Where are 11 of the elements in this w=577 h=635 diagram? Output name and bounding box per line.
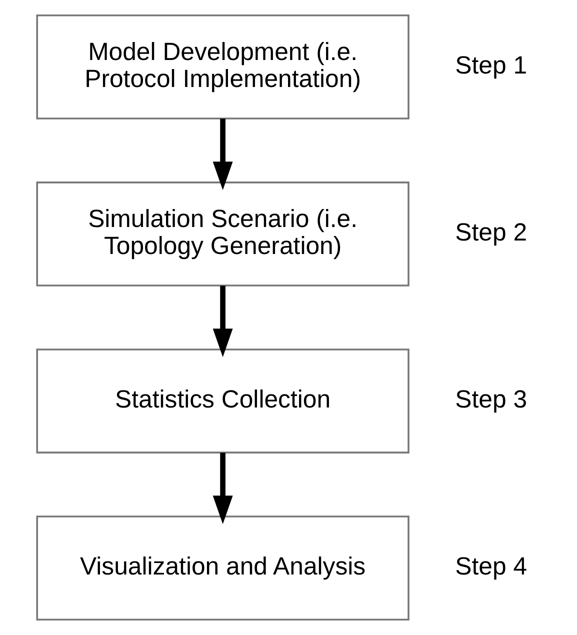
node-label: Step 4 (454, 552, 527, 581)
node-box: Simulation Scenario (i.e. Topology Generation) (36, 182, 409, 286)
arrow (212, 452, 232, 524)
node-label: Step 1 (454, 52, 527, 80)
node-box: Visualization and Analysis (36, 516, 409, 620)
arrow (212, 286, 232, 358)
arrow (212, 118, 232, 190)
node-box: Statistics Collection (36, 348, 409, 454)
node-label: Step 2 (454, 218, 527, 247)
node-box: Model Development (i.e. Protocol Implementation) (36, 14, 409, 120)
node-label: Step 3 (454, 386, 527, 414)
